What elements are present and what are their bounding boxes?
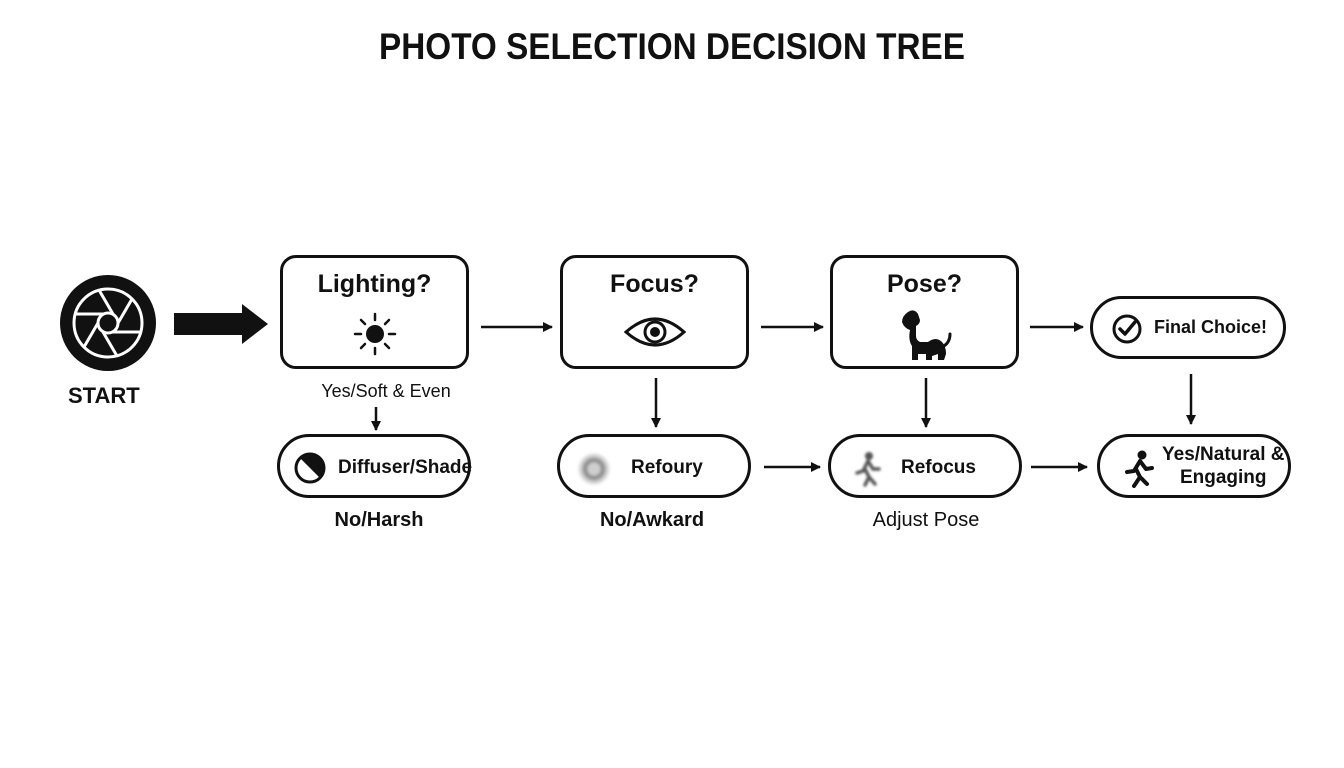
final-choice-node[interactable]: Final Choice! (1090, 296, 1286, 359)
lighting-no-label: No/Harsh (334, 509, 424, 531)
lighting-node[interactable]: Lighting? (280, 255, 469, 369)
natural-engaging-label: Yes/Natural & Engaging (1162, 443, 1285, 489)
diffuser-shade-label: Diffuser/Shade (338, 457, 473, 478)
half-circle-icon (293, 451, 327, 490)
blur-circle-icon (576, 451, 612, 492)
check-circle-icon (1111, 313, 1143, 350)
adjust-pose-label: Adjust Pose (872, 509, 980, 531)
start-label: START (68, 383, 140, 408)
diagram-title: PHOTO SELECTION DECISION TREE (379, 26, 965, 67)
focus-node[interactable]: Focus? (560, 255, 749, 369)
start-arrow (174, 304, 268, 344)
walking-person-icon (851, 451, 883, 492)
refoury-label: Refoury (631, 457, 703, 478)
running-person-icon (1122, 450, 1154, 493)
lighting-yes-label: Yes/Soft & Even (321, 381, 451, 401)
lighting-title: Lighting? (317, 270, 432, 298)
focus-title: Focus? (610, 270, 699, 298)
refocus-label: Refocus (901, 457, 976, 478)
camera-aperture-icon (60, 275, 156, 371)
refocus-node[interactable]: Refocus (828, 434, 1022, 498)
focus-no-label: No/Awkard (599, 509, 705, 531)
natural-engaging-line-1: Yes/Natural & (1162, 444, 1285, 465)
dog-icon (898, 306, 952, 367)
pose-title: Pose? (886, 270, 963, 298)
sun-icon (353, 312, 397, 361)
final-choice-label: Final Choice! (1154, 317, 1268, 337)
diffuser-shade-node[interactable]: Diffuser/Shade (277, 434, 473, 498)
natural-engaging-node[interactable]: Yes/Natural & Engaging (1097, 434, 1291, 498)
pose-node[interactable]: Pose? (830, 255, 1019, 369)
eye-icon (623, 312, 686, 357)
natural-engaging-line-2: Engaging (1179, 467, 1267, 488)
refoury-node[interactable]: Refoury (557, 434, 751, 498)
